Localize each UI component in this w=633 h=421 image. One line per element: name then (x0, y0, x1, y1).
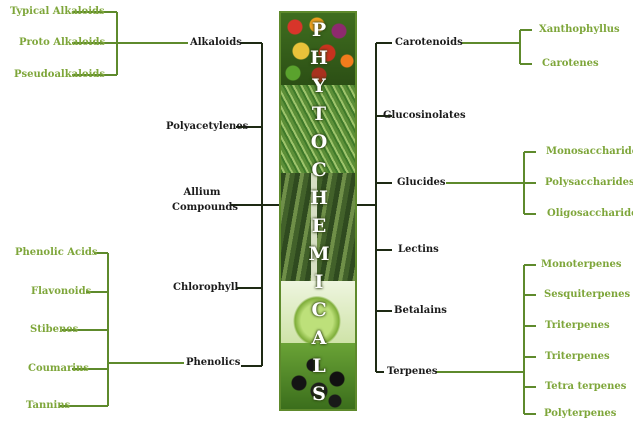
phenolic-type-tannins: Tannins (26, 400, 70, 412)
terpene-type-poly: Polyterpenes (544, 408, 616, 420)
node-allium-line1: Allium (174, 187, 230, 199)
title-letter: C (305, 299, 333, 321)
alkaloid-type-typical: Typical Alkaloids (10, 6, 105, 18)
title-letter: S (305, 383, 333, 405)
node-glucides: Glucides (397, 177, 445, 189)
phytochemicals-image-strip: P H Y T O C H E M I C A L S (279, 11, 357, 411)
title-letter: P (305, 19, 333, 41)
alkaloid-type-pseudo: Pseudoalkaloids (14, 69, 105, 81)
title-letter: E (305, 215, 333, 237)
title-letter: A (305, 327, 333, 349)
carotenoid-type-xanthophyllus: Xanthophyllus (539, 24, 620, 36)
terpene-type-sesqui: Sesquiterpenes (544, 289, 630, 301)
alkaloid-type-proto: Proto Alkaloids (19, 37, 105, 49)
node-phenolics: Phenolics (186, 357, 240, 369)
phenolic-type-acids: Phenolic Acids (15, 247, 98, 259)
title-letter: C (305, 159, 333, 181)
glucide-type-poly: Polysaccharides (545, 177, 633, 189)
terpene-type-mono: Monoterpenes (541, 259, 622, 271)
title-letter: O (305, 131, 333, 153)
title-letter: H (305, 47, 333, 69)
title-letter: I (305, 271, 333, 293)
terpene-type-tetra: Tetra terpenes (545, 381, 626, 393)
glucide-type-oligo: Oligosaccharides (547, 208, 633, 220)
node-betalains: Betalains (394, 305, 447, 317)
phenolic-type-coumarins: Coumarins (28, 363, 89, 375)
glucide-type-mono: Monosaccharides (546, 146, 633, 158)
node-allium-compounds: Allium Compounds (174, 187, 230, 214)
title-letter: M (305, 243, 333, 265)
phenolic-type-stibenes: Stibenes (30, 324, 78, 336)
terpene-type-tri-1: Triterpenes (545, 320, 610, 332)
node-lectins: Lectins (398, 244, 439, 256)
title-letter: Y (305, 75, 333, 97)
title-letter: L (305, 355, 333, 377)
node-alkaloids: Alkaloids (190, 37, 242, 49)
node-chlorophyll: Chlorophyll (173, 282, 238, 294)
title-letter: T (305, 103, 333, 125)
node-allium-line2: Compounds (172, 202, 230, 214)
node-polyacetylenes: Polyacetylenes (166, 121, 248, 133)
phenolic-type-flavonoids: Flavonoids (31, 286, 91, 298)
node-carotenoids: Carotenoids (395, 37, 463, 49)
node-terpenes: Terpenes (387, 366, 438, 378)
terpene-type-tri-2: Triterpenes (545, 351, 610, 363)
title-letter: H (305, 187, 333, 209)
node-glucosinolates: Glucosinolates (383, 110, 466, 122)
carotenoid-type-carotenes: Carotenes (542, 58, 599, 70)
